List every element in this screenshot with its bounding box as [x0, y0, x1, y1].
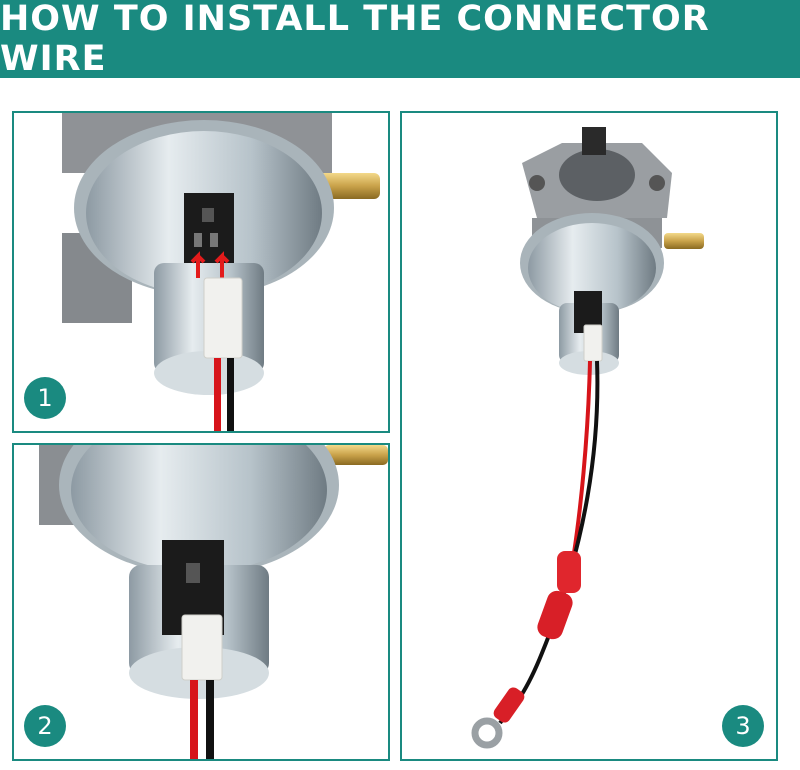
black-wire — [227, 358, 234, 431]
red-wire — [214, 358, 221, 431]
black-wire — [498, 360, 600, 725]
step-2-image — [39, 445, 388, 759]
red-bullet-connector — [557, 551, 581, 593]
step-number-badge: 2 — [24, 705, 66, 747]
red-bullet-connector — [537, 590, 573, 640]
red-arrow-icon — [214, 251, 230, 278]
white-plug — [203, 277, 243, 359]
ring-terminal-insulator — [493, 687, 525, 723]
page-title: HOW TO INSTALL THE CONNECTOR WIRE — [0, 0, 710, 79]
brass-nozzle — [324, 445, 388, 465]
black-connector — [184, 193, 234, 263]
step-2-panel: 2 — [12, 443, 390, 761]
red-arrow-icon — [190, 251, 206, 278]
step-number-badge: 3 — [722, 705, 764, 747]
ring-terminal — [471, 717, 503, 749]
step-1-panel: 1 — [12, 111, 390, 433]
red-wire — [190, 680, 198, 759]
step-3-panel: 3 — [400, 111, 778, 761]
step-1-image — [62, 113, 380, 431]
step-3-image — [471, 127, 704, 749]
red-wire — [572, 360, 592, 554]
white-plug — [181, 614, 223, 681]
step-number-badge: 1 — [24, 377, 66, 419]
black-wire — [206, 680, 214, 759]
title-banner: HOW TO INSTALL THE CONNECTOR WIRE — [0, 0, 800, 79]
brass-nozzle — [664, 233, 704, 249]
white-plug — [583, 324, 603, 362]
